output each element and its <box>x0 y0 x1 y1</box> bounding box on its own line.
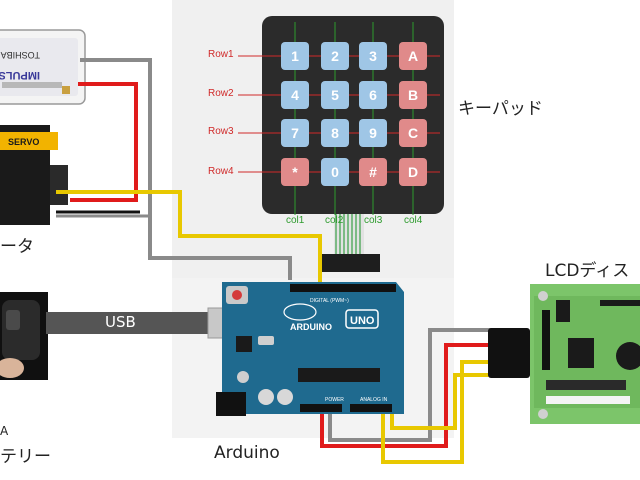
arduino-reset-button <box>232 290 242 300</box>
servo-caption: ータ <box>0 237 34 257</box>
key-2[interactable]: 2 <box>321 42 349 70</box>
arduino-small-chip <box>236 336 252 352</box>
lcd-module <box>488 284 640 424</box>
col2-label: col2 <box>325 215 344 226</box>
servo-motor: SERVO <box>0 125 68 225</box>
arduino-digital-header <box>290 284 396 292</box>
arduino-power-header <box>300 404 342 412</box>
arduino-logo-text: ARDUINO <box>290 322 332 332</box>
key-7[interactable]: 7 <box>281 119 309 147</box>
usb-battery-photo <box>0 292 48 380</box>
key-1[interactable]: 1 <box>281 42 309 70</box>
servo-brand-label: SERVO <box>8 137 39 147</box>
arduino-caption: Arduino <box>214 443 280 463</box>
wire-lcd-red <box>320 343 500 448</box>
key-4[interactable]: 4 <box>281 81 309 109</box>
battery-caption: テリー <box>0 447 51 467</box>
key-3[interactable]: 3 <box>359 42 387 70</box>
arduino-capacitor-3 <box>277 389 293 405</box>
lcd-i2c-chip <box>568 338 594 368</box>
lcd-caption: LCDディス <box>545 261 630 281</box>
wire-lcd-yellow <box>381 360 500 464</box>
arduino-analog-header <box>350 404 392 412</box>
usb-cable <box>46 312 214 334</box>
arduino-uno-board: DIGITAL (PWM~) ARDUINO UNO POWER ANALOG … <box>216 282 404 416</box>
arduino-capacitor-1 <box>237 371 249 383</box>
lcd-connector <box>488 328 530 378</box>
arduino-capacitor-2 <box>258 389 274 405</box>
arduino-analog-label: ANALOG IN <box>360 397 388 403</box>
battery-caption-line1: A <box>0 424 9 438</box>
col3-label: col3 <box>364 215 383 226</box>
key-c[interactable]: C <box>399 119 427 147</box>
arduino-digital-label: DIGITAL (PWM~) <box>310 298 349 304</box>
wire-lcd-gray <box>328 328 500 442</box>
arduino-infinity-logo <box>283 303 317 321</box>
row2-label: Row2 <box>208 88 234 99</box>
wire-lcd-yellow-2 <box>390 373 500 430</box>
key-star[interactable]: * <box>281 158 309 186</box>
key-d[interactable]: D <box>399 158 427 186</box>
wire-battery-red <box>70 82 138 202</box>
wire-servo-signal <box>56 190 322 290</box>
keypad-caption: キーパッド <box>458 99 543 119</box>
key-5[interactable]: 5 <box>321 81 349 109</box>
arduino-crystal <box>258 336 274 345</box>
key-hash[interactable]: # <box>359 158 387 186</box>
arduino-uno-badge <box>345 309 379 329</box>
key-6[interactable]: 6 <box>359 81 387 109</box>
row3-label: Row3 <box>208 126 234 137</box>
lcd-contrast-pot <box>616 342 640 370</box>
arduino-power-jack <box>216 392 246 416</box>
usb-cable-label: USB <box>105 313 136 331</box>
wire-battery-gray <box>80 58 292 280</box>
battery-brand-toshiba: TOSHIBA <box>1 50 40 60</box>
key-9[interactable]: 9 <box>359 119 387 147</box>
arduino-uno-text: UNO <box>350 315 375 327</box>
key-0[interactable]: 0 <box>321 158 349 186</box>
row1-label: Row1 <box>208 49 234 60</box>
key-a[interactable]: A <box>399 42 427 70</box>
keypad-ribbon <box>322 214 380 272</box>
row4-label: Row4 <box>208 166 234 177</box>
col4-label: col4 <box>404 215 423 226</box>
arduino-atmega-chip <box>298 368 380 382</box>
arduino-power-label: POWER <box>325 397 344 403</box>
key-8[interactable]: 8 <box>321 119 349 147</box>
col1-label: col1 <box>286 215 305 226</box>
key-b[interactable]: B <box>399 81 427 109</box>
